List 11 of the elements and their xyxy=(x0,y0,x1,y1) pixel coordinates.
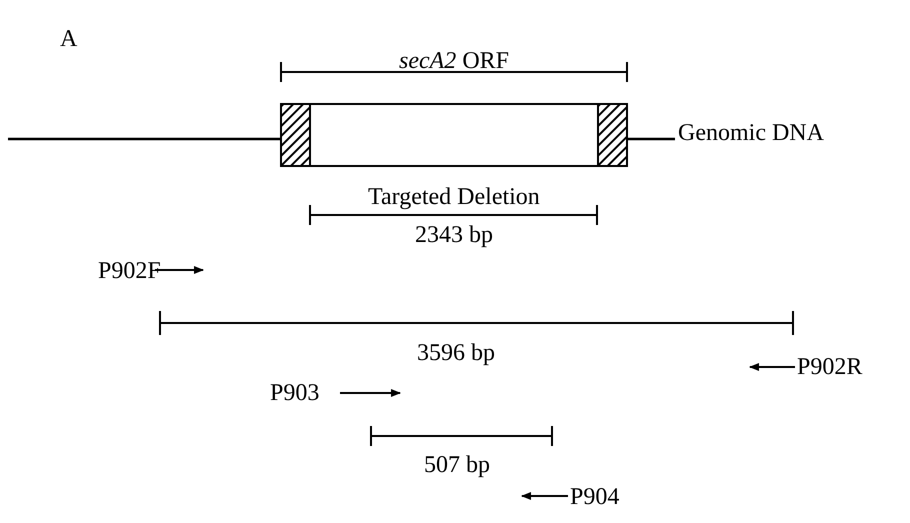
size-label: 3596 bp xyxy=(417,340,495,366)
primer-label: P904 xyxy=(570,484,620,510)
size-label: 507 bp xyxy=(424,452,490,478)
region-label: secA2 ORF xyxy=(399,48,509,74)
region-label: Genomic DNA xyxy=(678,120,824,146)
primer-label: P902R xyxy=(797,354,862,380)
primer-label: P902F xyxy=(98,258,161,284)
region-label: Targeted Deletion xyxy=(368,184,540,210)
size-label: 2343 bp xyxy=(415,222,493,248)
primer-label: P903 xyxy=(270,380,320,406)
panel-letter: A xyxy=(60,26,78,52)
